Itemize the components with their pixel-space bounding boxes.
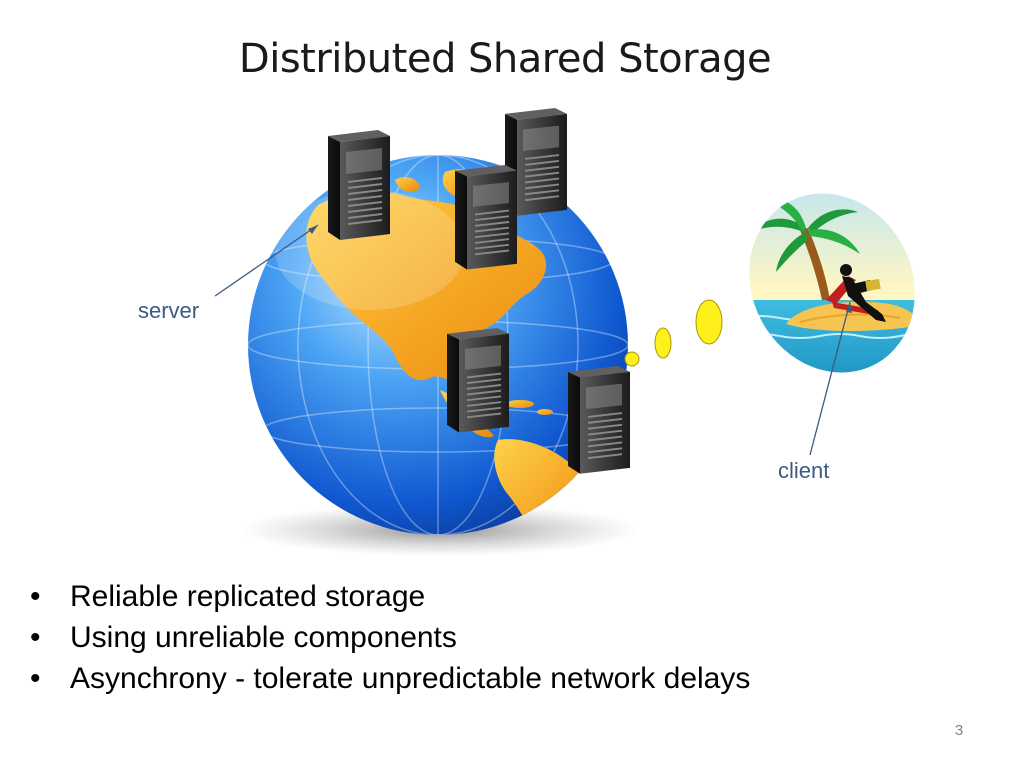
bullet-dot-icon: • <box>30 580 41 613</box>
island-client-icon <box>730 170 946 390</box>
bullet-item: • Using unreliable components <box>30 617 750 658</box>
bullet-list: • Reliable replicated storage • Using unre… <box>30 576 750 699</box>
server-tower-icon-1 <box>327 129 391 241</box>
server-label: server <box>138 298 199 323</box>
page-number: 3 <box>954 722 964 739</box>
client-arrowhead <box>846 302 852 313</box>
bullet-text: Reliable replicated storage <box>70 580 426 613</box>
bullet-dot-icon: • <box>30 662 41 695</box>
server-pointer-line <box>214 224 319 297</box>
bullet-item: • Reliable replicated storage <box>30 576 750 617</box>
client-pointer-line <box>809 301 851 456</box>
globe-icon <box>240 155 640 556</box>
server-tower-icon-3 <box>454 164 518 271</box>
bullet-item: • Asynchrony - tolerate unpredictable net… <box>30 658 750 699</box>
server-tower-icon-4 <box>446 327 510 434</box>
server-arrowhead <box>308 225 318 234</box>
bullet-dot-icon: • <box>30 621 41 654</box>
bullet-text: Asynchrony - tolerate unpredictable netw… <box>70 662 751 695</box>
thought-bubble-icon <box>624 299 723 367</box>
client-label: client <box>778 458 829 483</box>
bullet-text: Using unreliable components <box>70 621 457 654</box>
slide-title: Distributed Shared Storage <box>238 36 772 82</box>
server-tower-icon-5 <box>567 365 631 475</box>
